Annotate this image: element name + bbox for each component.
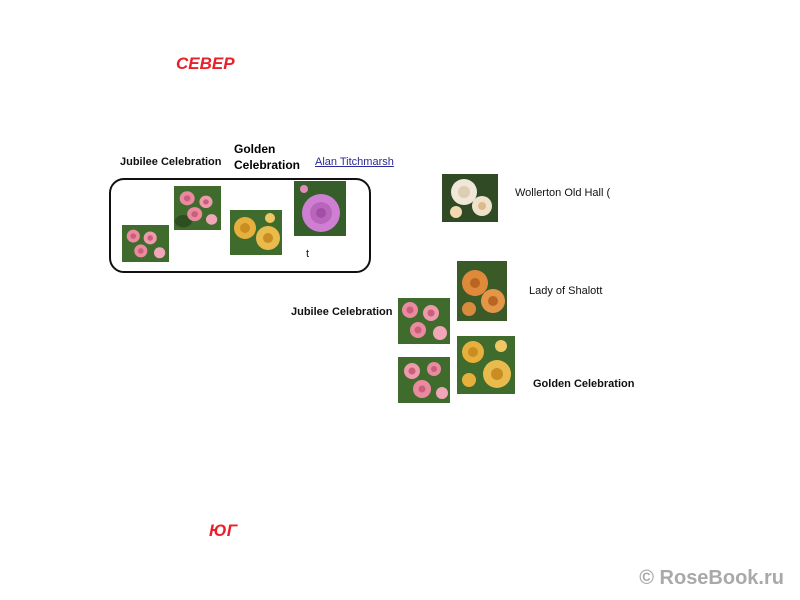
alan-titchmarsh-photo bbox=[294, 181, 346, 236]
label-lady-of-shalott: Lady of Shalott bbox=[529, 285, 603, 297]
lady-of-shalott-photo bbox=[457, 261, 507, 321]
north-label: СЕВЕР bbox=[176, 54, 235, 73]
jubilee-celebration-photo-right-bottom bbox=[398, 357, 450, 403]
golden-celebration-photo-right bbox=[457, 336, 515, 394]
golden-celebration-photo-group bbox=[230, 210, 282, 255]
label-jubilee-celebration-right: Jubilee Celebration bbox=[291, 306, 393, 318]
jubilee-celebration-photo-right-top bbox=[398, 298, 450, 344]
rosebook-watermark: © RoseBook.ru bbox=[639, 567, 784, 589]
group-label-jubilee-celebration: Jubilee Celebration bbox=[120, 156, 222, 168]
jubilee-celebration-photo-bottom bbox=[122, 225, 169, 262]
label-wollerton-old-hall: Wollerton Old Hall ( bbox=[515, 187, 611, 199]
south-label: ЮГ bbox=[209, 521, 238, 540]
wollerton-old-hall-photo bbox=[442, 174, 498, 222]
group-label-golden-celebration: Golden Celebration bbox=[234, 142, 301, 172]
label-golden-celebration-right: Golden Celebration bbox=[533, 378, 635, 390]
alan-titchmarsh-link[interactable]: Alan Titchmarsh bbox=[315, 156, 394, 168]
jubilee-celebration-photo-top bbox=[174, 186, 221, 230]
group-caption-t: t bbox=[306, 248, 310, 260]
planting-group-frame bbox=[109, 178, 371, 273]
